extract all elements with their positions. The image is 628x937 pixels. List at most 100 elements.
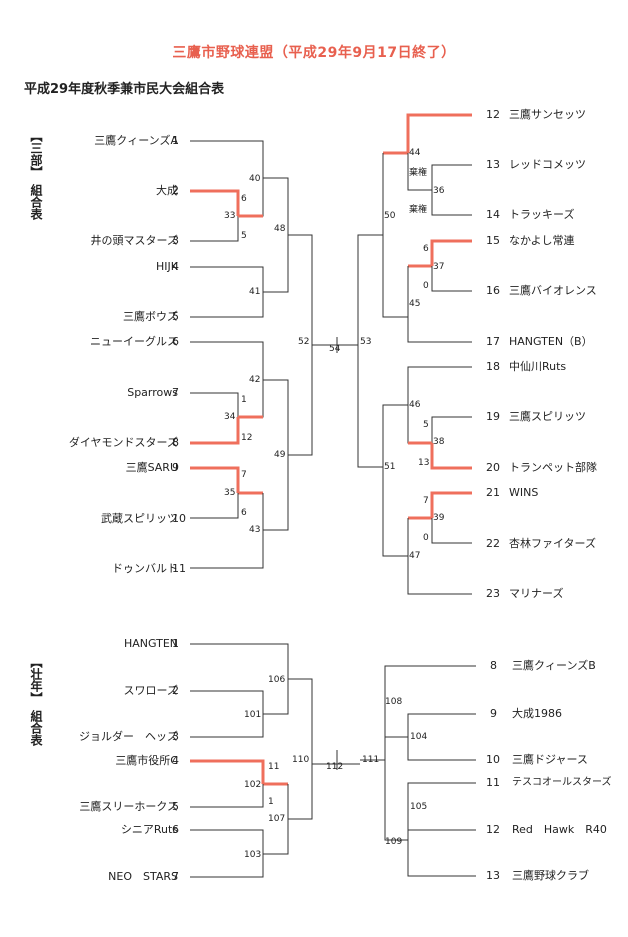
score: 7 (423, 496, 429, 506)
bracket-line (407, 266, 472, 343)
team-name: Red Hawk R40 (512, 823, 607, 836)
team-seed: 13 (486, 869, 500, 882)
match-number: 39 (433, 513, 445, 523)
match-number: 36 (433, 186, 445, 196)
bracket-line (190, 690, 264, 738)
team-name: シニアRuts (120, 823, 178, 836)
score: 13 (418, 458, 430, 468)
team-seed: 4 (172, 260, 179, 273)
bracket-line (190, 784, 264, 808)
bracket-line (431, 266, 472, 292)
bracket-line (407, 806, 476, 877)
team-name: 杏林ファイターズ (509, 537, 597, 550)
match-number: 34 (224, 412, 236, 422)
match-number: 107 (268, 814, 286, 824)
team-name: 大成1986 (512, 707, 562, 720)
team-seed: 2 (172, 684, 179, 697)
team-seed: 14 (486, 208, 500, 221)
team-seed: 8 (490, 659, 497, 672)
team-seed: 9 (490, 707, 497, 720)
team-name: 三鷹バイオレンス (509, 284, 597, 297)
team-name: レッドコメッツ (509, 158, 586, 171)
bracket-line (263, 177, 289, 293)
team-seed: 7 (172, 386, 179, 399)
match-number: 43 (249, 525, 261, 535)
match-number: 38 (433, 437, 445, 447)
team-name: ドゥンバルト (112, 562, 178, 575)
match-number: 54 (329, 344, 341, 354)
team-seed: 1 (172, 637, 179, 650)
score-forfeit: 棄権 (409, 168, 428, 178)
bracket-line (263, 379, 289, 531)
winner-line (430, 239, 472, 266)
team-seed: 19 (486, 410, 500, 423)
team-name: 武蔵スピリッツ (101, 512, 178, 525)
team-seed: 11 (486, 776, 500, 789)
match-number: 46 (409, 400, 421, 410)
team-name: HANGTEN（B） (509, 335, 593, 348)
winner-line (190, 759, 265, 784)
score: 12 (241, 433, 253, 443)
page-title: 三鷹市野球連盟（平成29年9月17日終了） (172, 45, 456, 61)
winner-line (190, 417, 240, 445)
match-number: 101 (244, 710, 262, 720)
match-number: 102 (244, 780, 262, 790)
match-number: 112 (326, 762, 344, 772)
team-name: Sparrows (127, 386, 178, 399)
team-name: 三鷹ボウズ (123, 310, 178, 323)
team-name: 三鷹ドジャース (512, 753, 588, 766)
team-name: テスコオールスターズ (512, 777, 612, 788)
score: 5 (423, 420, 429, 430)
match-number: 109 (385, 837, 403, 847)
team-seed: 9 (172, 461, 179, 474)
match-number: 37 (433, 262, 445, 272)
score: 5 (241, 231, 247, 241)
team-seed: 8 (172, 436, 179, 449)
team-seed: 3 (172, 730, 179, 743)
score: 6 (241, 508, 247, 518)
bracket-line (288, 678, 313, 820)
match-number: 51 (384, 462, 396, 472)
team-seed: 1 (172, 134, 179, 147)
match-number: 48 (274, 224, 286, 234)
score: 11 (268, 762, 280, 772)
team-name: 三鷹野球クラブ (512, 869, 589, 882)
match-number: 35 (224, 488, 236, 498)
winner-line (430, 443, 472, 470)
team-seed: 3 (172, 234, 179, 247)
match-number: 49 (274, 450, 286, 460)
match-number: 110 (292, 755, 310, 765)
bracket-line (190, 493, 239, 519)
bracket-line (382, 404, 408, 557)
bracket-line (431, 518, 472, 544)
team-name: ニューイーグルス (90, 335, 178, 348)
team-seed: 15 (486, 234, 500, 247)
team-name: 三鷹クィーンズA (94, 134, 178, 147)
winner-line (406, 113, 472, 153)
score: 6 (241, 194, 247, 204)
match-number: 53 (360, 337, 372, 347)
team-seed: 5 (172, 800, 179, 813)
team-name: 三鷹SARU (125, 461, 178, 474)
score: 1 (268, 797, 274, 807)
score: 7 (241, 470, 247, 480)
team-name: トランペット部隊 (509, 461, 597, 474)
team-seed: 13 (486, 158, 500, 171)
team-name: 大成 (156, 184, 178, 197)
bracket-line (357, 234, 383, 468)
team-name: トラッキーズ (509, 208, 575, 221)
score: 1 (241, 395, 247, 405)
bracket-line (190, 392, 239, 417)
team-seed: 10 (172, 512, 186, 525)
team-seed: 4 (172, 754, 179, 767)
team-name: マリナーズ (509, 587, 564, 600)
team-name: HIJK (156, 260, 178, 273)
team-name: HANGTEN (123, 637, 178, 650)
division-label-sonen: 【壮年】 組合表 (29, 656, 43, 746)
division-label-sanbu: 【三部】 組合表 (29, 130, 43, 220)
bracket-line (384, 665, 476, 841)
match-number: 45 (409, 299, 421, 309)
team-name: スワローズ (123, 684, 178, 697)
score: 0 (423, 281, 429, 291)
